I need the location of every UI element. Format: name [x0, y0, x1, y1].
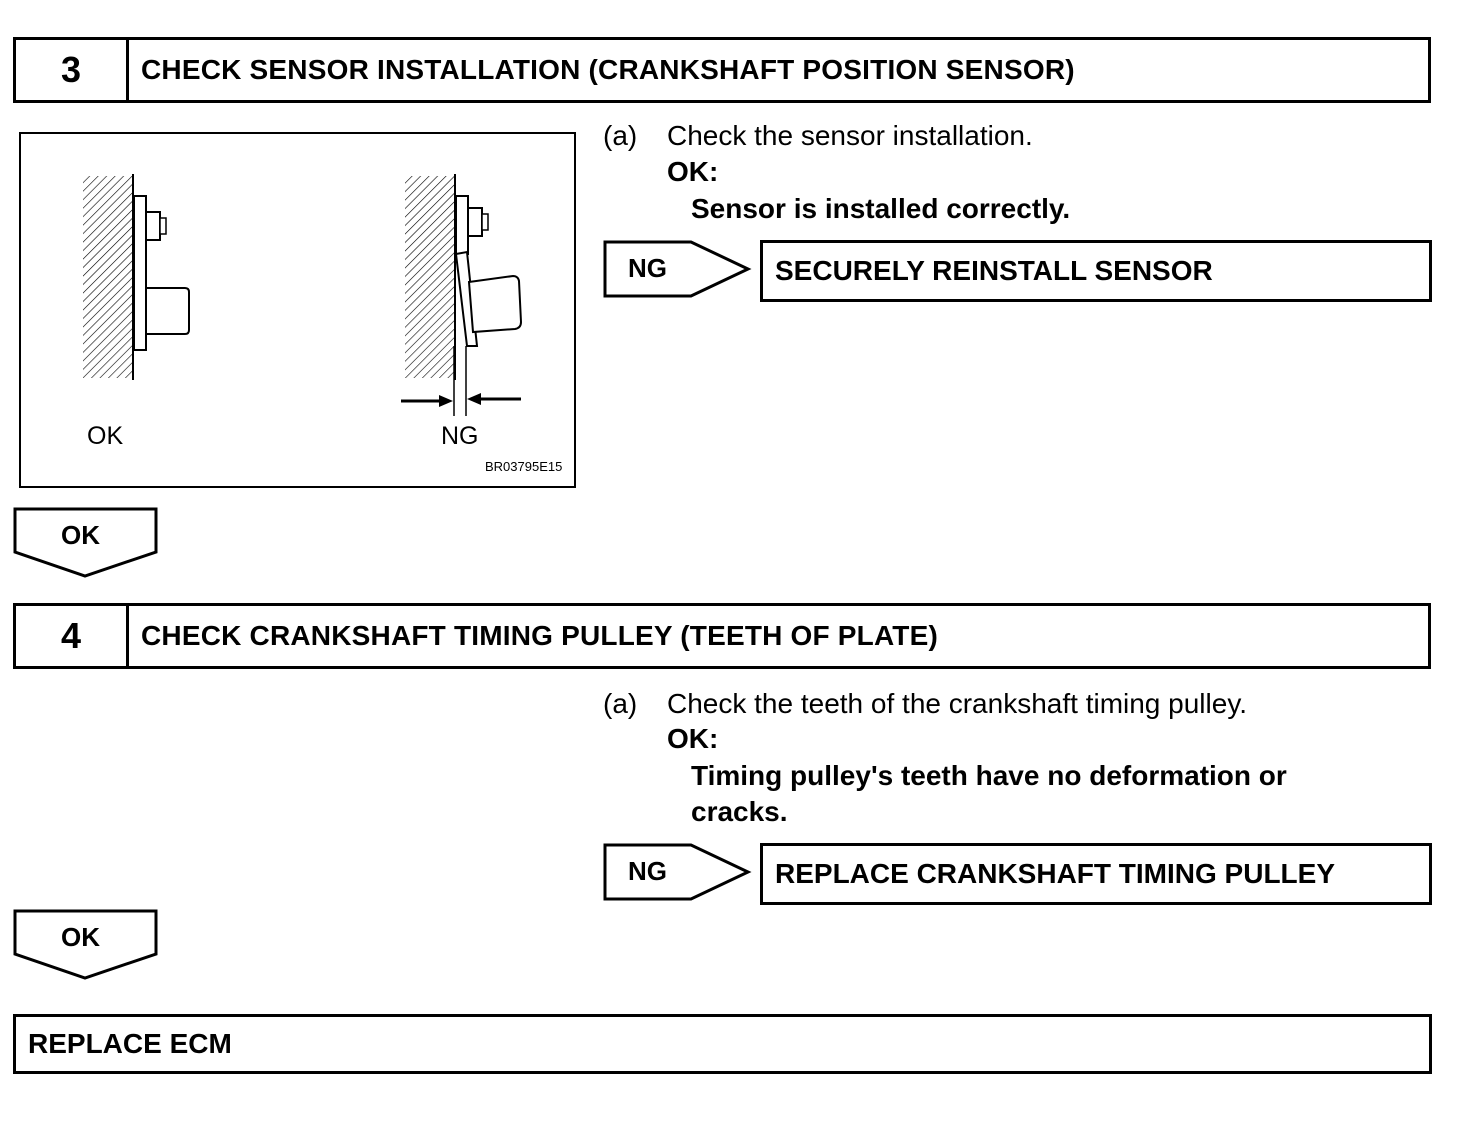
ok-sensor-illustration — [83, 174, 190, 380]
sensor-diagram — [83, 174, 523, 416]
ok-spec-label: OK: — [667, 156, 719, 187]
step-title: CHECK CRANKSHAFT TIMING PULLEY (TEETH OF… — [141, 620, 939, 651]
sensor-installation-figure: OK NG BR03795E15 — [19, 132, 576, 488]
final-action-box: REPLACE ECM — [13, 1014, 1432, 1074]
ok-down-arrow — [13, 909, 158, 980]
item-text: Check the teeth of the crankshaft timing… — [667, 688, 1248, 719]
item-marker: (a) — [603, 120, 638, 151]
ng-label: NG — [628, 253, 667, 283]
ok-spec-text-line1: Timing pulley's teeth have no deformatio… — [691, 760, 1287, 791]
item-text: Check the sensor installation. — [667, 120, 1033, 151]
ng-arrow — [603, 240, 752, 298]
ng-sensor-illustration — [401, 174, 523, 416]
ok-caption: OK — [87, 422, 124, 450]
ng-label: NG — [628, 856, 667, 886]
step-title: CHECK SENSOR INSTALLATION (CRANKSHAFT PO… — [141, 54, 1075, 85]
ok-arrow-label: OK — [61, 520, 100, 550]
step-number: 3 — [16, 40, 129, 100]
ng-action-box: REPLACE CRANKSHAFT TIMING PULLEY — [760, 843, 1432, 905]
ok-down-arrow — [13, 507, 158, 578]
ok-spec-text: Sensor is installed correctly. — [691, 193, 1071, 224]
ng-action-box: SECURELY REINSTALL SENSOR — [760, 240, 1432, 302]
figure-code: BR03795E15 — [485, 459, 563, 474]
item-marker: (a) — [603, 688, 638, 719]
ok-arrow-label: OK — [61, 922, 100, 952]
step-4-header: 4 CHECK CRANKSHAFT TIMING PULLEY (TEETH … — [13, 603, 1431, 669]
ok-spec-text-line2: cracks. — [691, 796, 788, 827]
step-number: 4 — [16, 606, 129, 666]
ng-arrow — [603, 843, 752, 901]
step-3-header: 3 CHECK SENSOR INSTALLATION (CRANKSHAFT … — [13, 37, 1431, 103]
ng-caption: NG — [441, 422, 479, 450]
ok-spec-label: OK: — [667, 723, 719, 754]
